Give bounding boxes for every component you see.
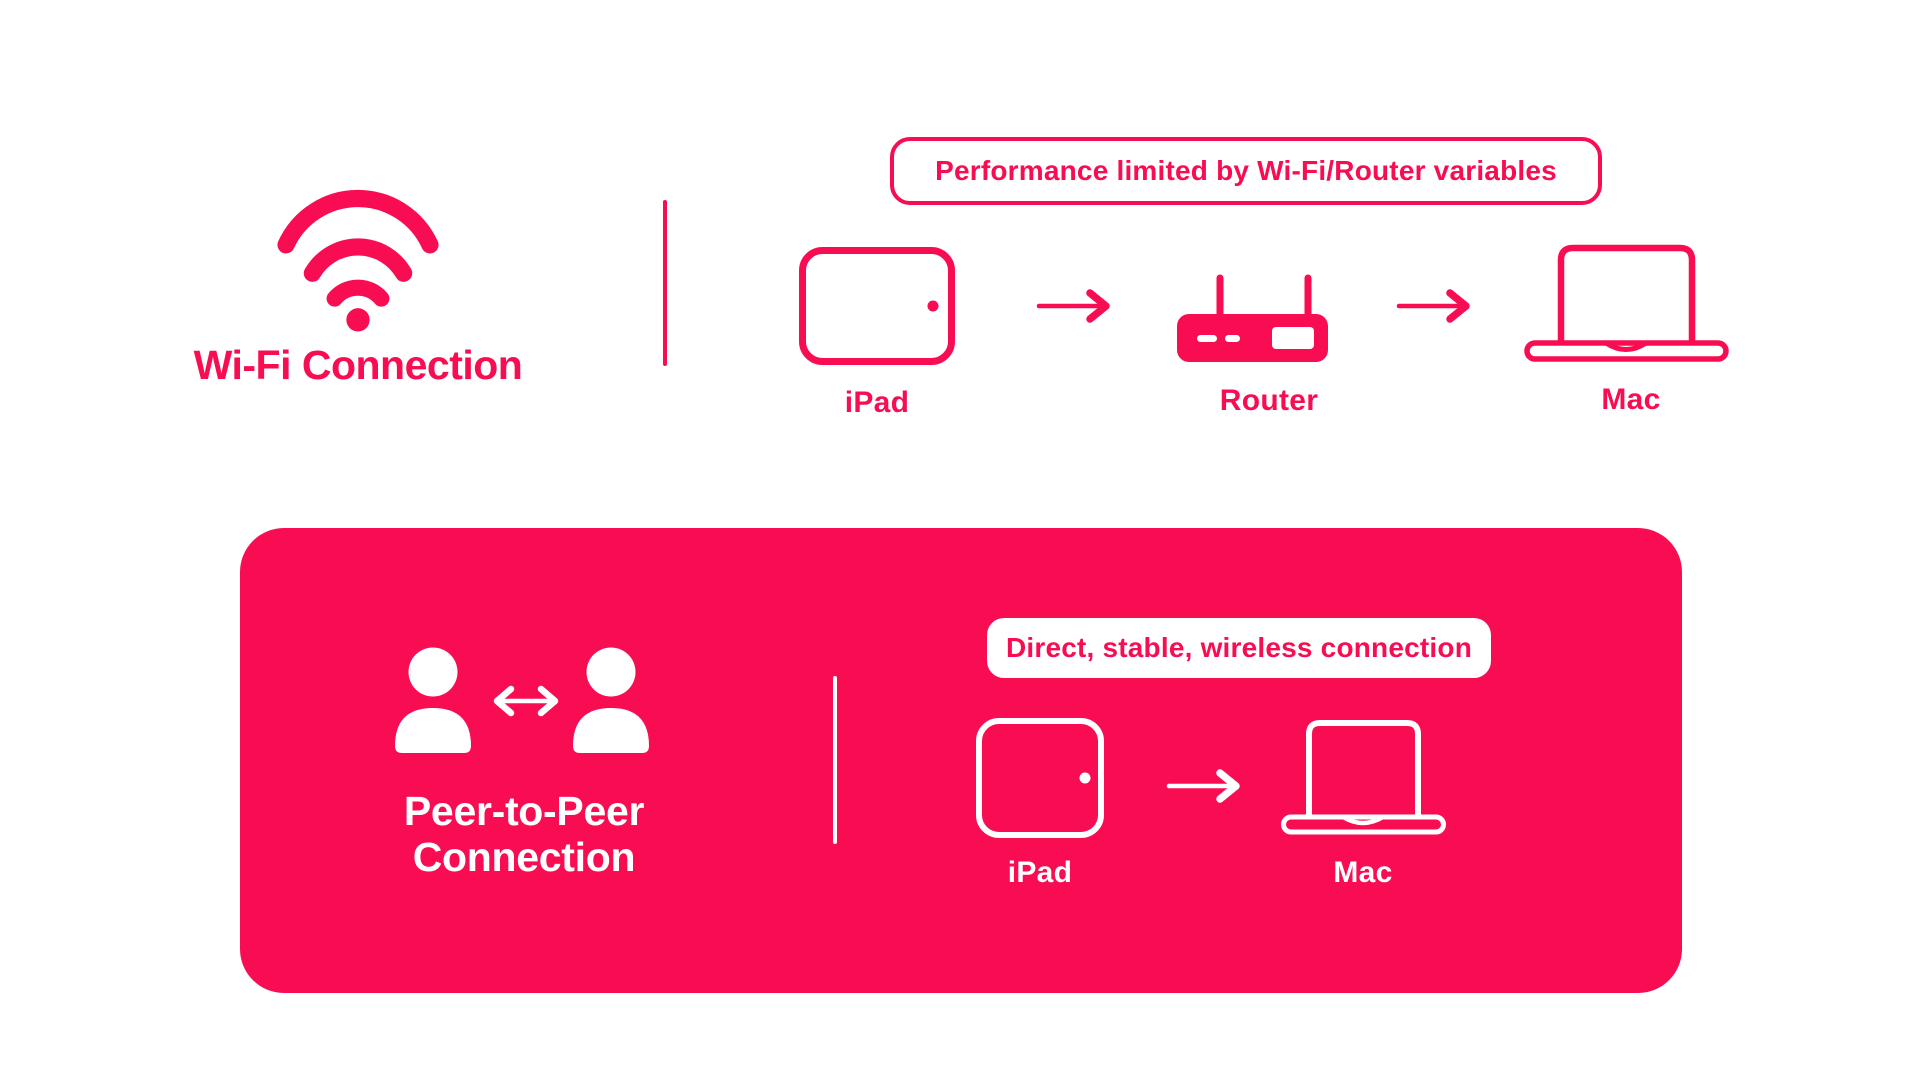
direct-connection-badge-label: Direct, stable, wireless connection — [1005, 632, 1473, 663]
wifi-section-title: Wi-Fi Connection — [193, 342, 523, 388]
ipad-icon — [798, 246, 956, 366]
peer-to-peer-panel: Peer-to-Peer Connection Direct, stable, … — [240, 528, 1682, 993]
mac-label: Mac — [1601, 383, 1661, 416]
router-label: Router — [1219, 384, 1319, 417]
arrow-right-icon — [1396, 286, 1482, 326]
mac-icon — [1523, 242, 1730, 365]
person-icon — [566, 646, 656, 754]
ipad-label: iPad — [844, 386, 910, 419]
router-icon — [1175, 274, 1330, 364]
ipad-icon — [975, 717, 1105, 839]
mac-label: Mac — [1333, 856, 1393, 889]
peer-to-peer-title-line1: Peer-to-Peer — [403, 788, 645, 834]
arrow-double-icon — [486, 680, 566, 722]
peer-to-peer-title-line2: Connection — [412, 834, 636, 880]
arrow-right-icon — [1036, 286, 1122, 326]
arrow-right-icon — [1166, 766, 1252, 806]
person-icon — [388, 646, 478, 754]
direct-connection-badge: Direct, stable, wireless connection — [987, 618, 1491, 678]
wifi-performance-badge: Performance limited by Wi-Fi/Router vari… — [890, 137, 1602, 205]
mac-icon — [1280, 718, 1447, 839]
peer-to-peer-title: Peer-to-Peer Connection — [314, 788, 734, 880]
section-divider — [663, 200, 667, 366]
section-divider — [833, 676, 837, 844]
wifi-performance-badge-label: Performance limited by Wi-Fi/Router vari… — [935, 155, 1557, 186]
ipad-label: iPad — [1007, 856, 1073, 889]
wifi-icon — [270, 180, 446, 332]
